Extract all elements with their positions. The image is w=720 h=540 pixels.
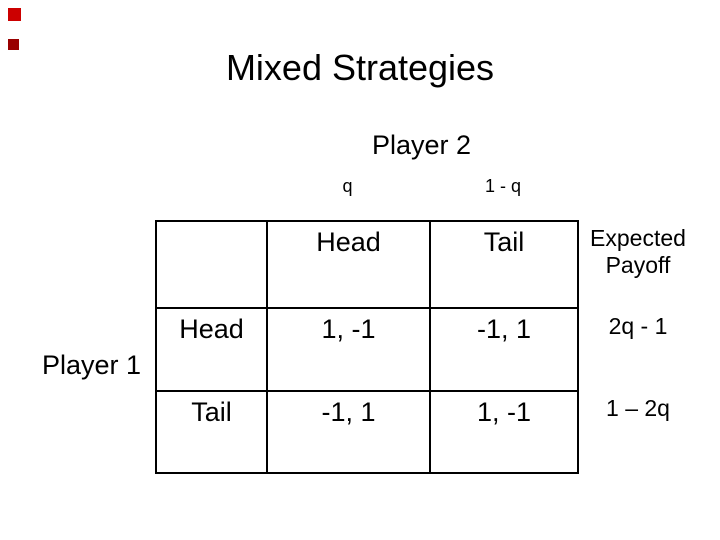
table-row: Head 1, -1 -1, 1 (155, 307, 579, 392)
payoff-cell-head-head: 1, -1 (266, 307, 431, 392)
slide-decoration-square-bottom (8, 39, 19, 50)
expected-payoff-tail-value: 1 – 2q (606, 395, 670, 421)
expected-payoff-head-value: 2q - 1 (608, 313, 668, 339)
probability-1-minus-q-label: 1 - q (484, 176, 522, 196)
slide-decoration-square-top (8, 8, 21, 21)
player1-label: Player 1 (42, 350, 142, 380)
column-header-tail: Tail (429, 220, 579, 309)
probability-q-label: q (342, 176, 353, 196)
column-header-head: Head (266, 220, 431, 309)
row-header-tail: Tail (155, 390, 268, 474)
expected-payoff-label-line1: Expected (590, 225, 686, 251)
expected-payoff-label: Expected Payoff (577, 225, 699, 279)
payoff-cell-tail-tail: 1, -1 (429, 390, 579, 474)
player2-label: Player 2 (371, 130, 472, 160)
slide-title: Mixed Strategies (225, 47, 495, 88)
corner-blank-cell (155, 220, 268, 309)
table-row: Head Tail (155, 220, 579, 309)
table-row: Tail -1, 1 1, -1 (155, 390, 579, 474)
expected-payoff-label-line2: Payoff (605, 252, 671, 279)
row-header-head: Head (155, 307, 268, 392)
payoff-cell-head-tail: -1, 1 (429, 307, 579, 392)
payoff-cell-tail-head: -1, 1 (266, 390, 431, 474)
payoff-matrix-table: Head Tail Head 1, -1 -1, 1 Tail -1, 1 1,… (155, 220, 579, 474)
